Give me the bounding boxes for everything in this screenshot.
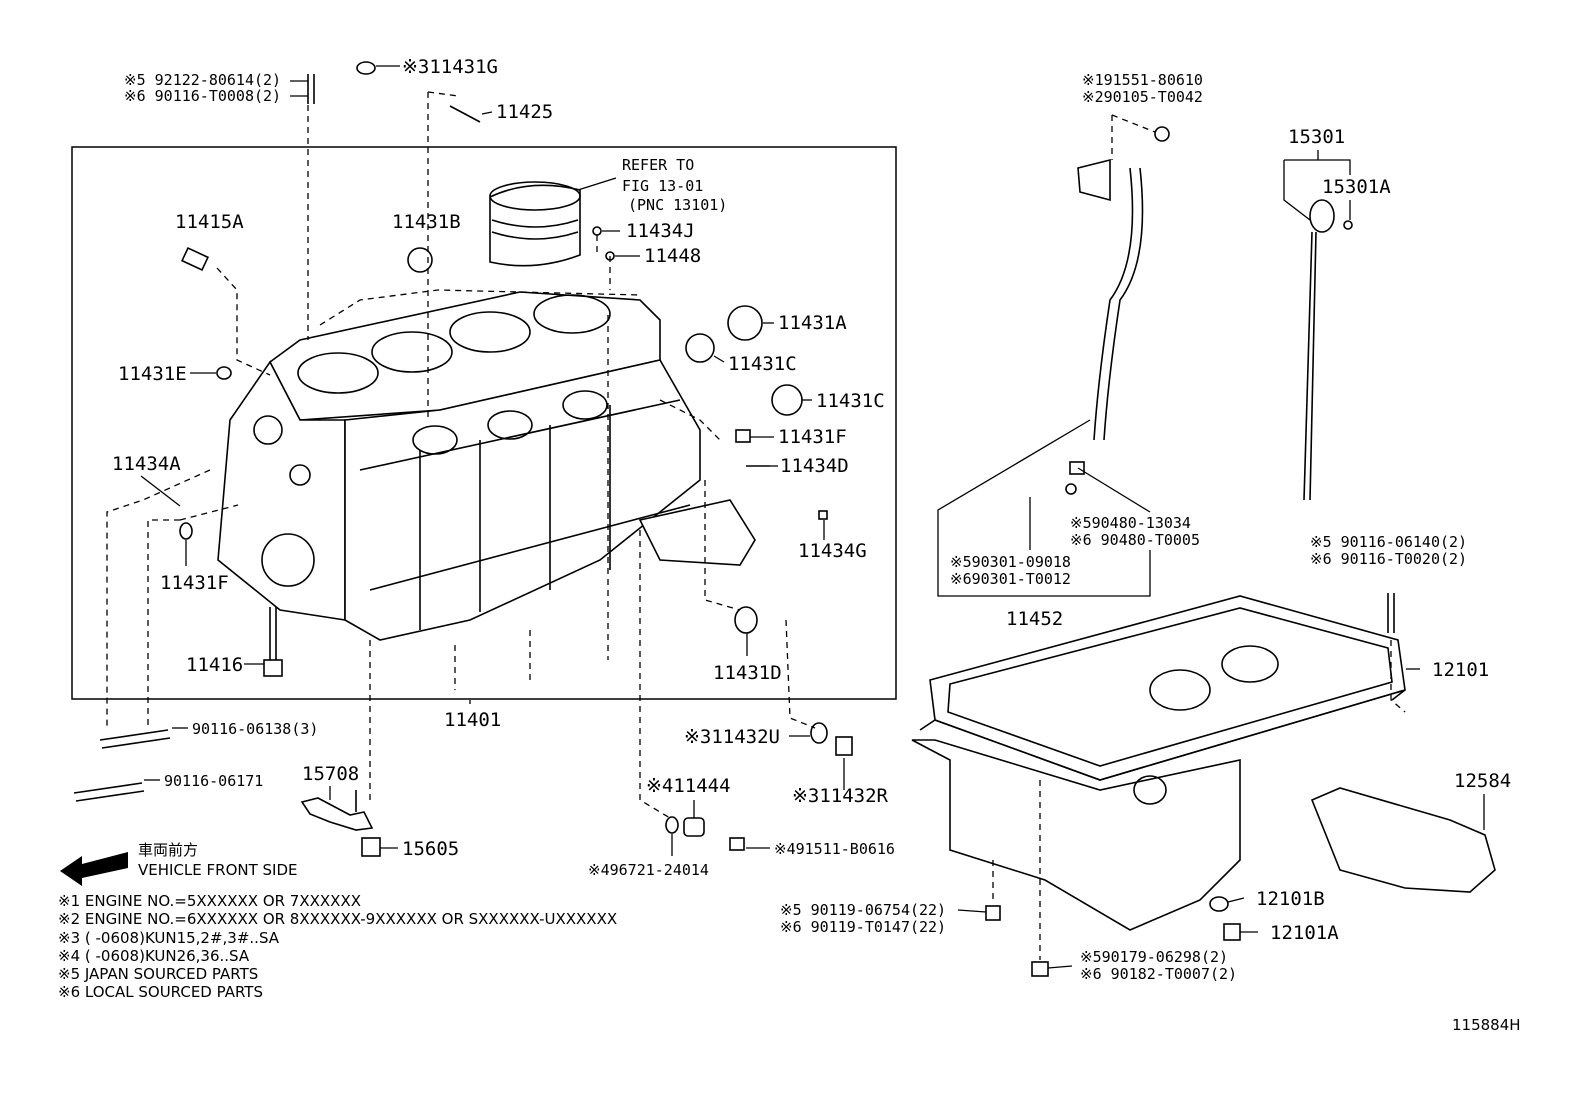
label-11431f-right: 11431F xyxy=(778,426,847,448)
label-90301-09018: ※590301-09018 xyxy=(950,553,1071,571)
footnote-6: ※6 LOCAL SOURCED PARTS xyxy=(58,983,263,1001)
leader-lines xyxy=(106,65,1485,969)
label-vehicle-front-en: VEHICLE FRONT SIDE xyxy=(138,861,298,879)
footnote-1: ※1 ENGINE NO.=5XXXXXX OR 7XXXXXX xyxy=(58,892,361,910)
label-90116-t0020: ※6 90116-T0020(2) xyxy=(1310,550,1467,568)
label-12584: 12584 xyxy=(1454,770,1511,792)
label-11432u: ※311432U xyxy=(684,726,780,748)
label-12101: 12101 xyxy=(1432,659,1489,681)
label-15301: 15301 xyxy=(1288,126,1345,148)
label-90480-13034: ※590480-13034 xyxy=(1070,514,1191,532)
label-11431a: 11431A xyxy=(778,312,847,334)
label-11431c-2: 11431C xyxy=(816,390,885,412)
label-11434d: 11434D xyxy=(780,455,849,477)
label-90182: ※6 90182-T0007(2) xyxy=(1080,965,1237,983)
label-92122: ※5 92122-80614(2) xyxy=(124,71,281,89)
label-11431g: ※311431G xyxy=(402,56,498,78)
vehicle-front-arrow xyxy=(60,852,128,886)
label-fig: FIG 13-01 xyxy=(622,177,703,195)
label-90116-06138: 90116-06138(3) xyxy=(192,720,318,738)
footnote-5: ※5 JAPAN SOURCED PARTS xyxy=(58,965,258,983)
label-11452: 11452 xyxy=(1006,608,1063,630)
label-90116-06140: ※5 90116-06140(2) xyxy=(1310,533,1467,551)
label-pnc: (PNC 13101) xyxy=(628,196,727,214)
label-11434g: 11434G xyxy=(798,540,867,562)
label-96721: ※496721-24014 xyxy=(588,861,709,879)
label-90105: ※290105-T0042 xyxy=(1082,88,1203,106)
label-11431b: 11431B xyxy=(392,211,461,233)
label-11416: 11416 xyxy=(186,654,243,676)
small-parts xyxy=(73,61,1395,977)
label-90301-t0012: ※690301-T0012 xyxy=(950,570,1071,588)
label-90116-06171: 90116-06171 xyxy=(164,772,263,790)
cylinder-block-drawing xyxy=(217,181,756,641)
label-91511-b0616: ※491511-B0616 xyxy=(774,840,895,858)
label-11431f-left: 11431F xyxy=(160,572,229,594)
footnote-2: ※2 ENGINE NO.=6XXXXXX OR 8XXXXXX-9XXXXXX… xyxy=(58,910,617,928)
label-11425: 11425 xyxy=(496,101,553,123)
label-vehicle-front-jp: 車両前方 xyxy=(138,841,198,859)
label-11431c-1: 11431C xyxy=(728,353,797,375)
label-15301a: 15301A xyxy=(1322,176,1391,198)
label-90119-06754: ※5 90119-06754(22) xyxy=(780,901,946,919)
label-15708: 15708 xyxy=(302,763,359,785)
label-11448: 11448 xyxy=(644,245,701,267)
label-11434j: 11434J xyxy=(626,220,695,242)
label-91551: ※191551-80610 xyxy=(1082,71,1203,89)
footnote-3: ※3 ( -0608)KUN15,2#,3#..SA xyxy=(58,929,280,947)
label-90480-t0005: ※6 90480-T0005 xyxy=(1070,531,1200,549)
cylinder-block-frame xyxy=(71,146,897,700)
label-90119-t0147: ※6 90119-T0147(22) xyxy=(780,918,946,936)
label-11434a: 11434A xyxy=(112,453,181,475)
diagram-id: 115884H xyxy=(1452,1016,1521,1034)
label-11444: ※411444 xyxy=(646,775,731,797)
label-11415a: 11415A xyxy=(175,211,244,233)
part-labels: ※5 92122-80614(2) ※6 90116-T0008(2) ※311… xyxy=(58,56,1521,1034)
label-11401: 11401 xyxy=(444,709,501,731)
label-11432r: ※311432R xyxy=(792,785,889,807)
footnote-4: ※4 ( -0608)KUN26,36..SA xyxy=(58,947,250,965)
label-11431e: 11431E xyxy=(118,363,187,385)
label-90116-t0008: ※6 90116-T0008(2) xyxy=(124,87,281,105)
label-90179: ※590179-06298(2) xyxy=(1080,948,1228,966)
label-12101b: 12101B xyxy=(1256,888,1325,910)
label-refer-to: REFER TO xyxy=(622,156,694,174)
label-11431d: 11431D xyxy=(713,662,782,684)
label-12101a: 12101A xyxy=(1270,922,1339,944)
label-15605: 15605 xyxy=(402,838,459,860)
oil-pan-drawing xyxy=(911,595,1496,931)
